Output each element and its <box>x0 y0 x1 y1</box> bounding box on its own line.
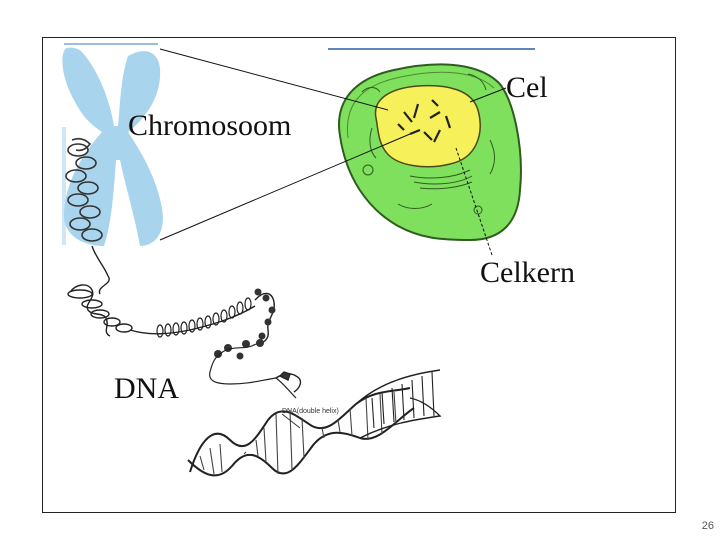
cell-label: Cel <box>506 71 548 104</box>
double-helix-label: DNA(double helix) <box>282 408 339 415</box>
dna-ribbon <box>275 369 442 439</box>
chromosome-label: Chromosoom <box>128 109 292 142</box>
chromosome-shape <box>62 47 163 247</box>
chromatin-fibre <box>67 245 275 345</box>
nucleus-label: Celkern <box>480 256 575 289</box>
dna-label: DNA <box>114 372 179 405</box>
nucleosome-beads <box>214 288 276 360</box>
page-number: 26 <box>701 520 714 532</box>
dna-double-helix <box>187 387 415 477</box>
cell-shape <box>338 63 522 242</box>
leader-lines <box>159 48 507 256</box>
